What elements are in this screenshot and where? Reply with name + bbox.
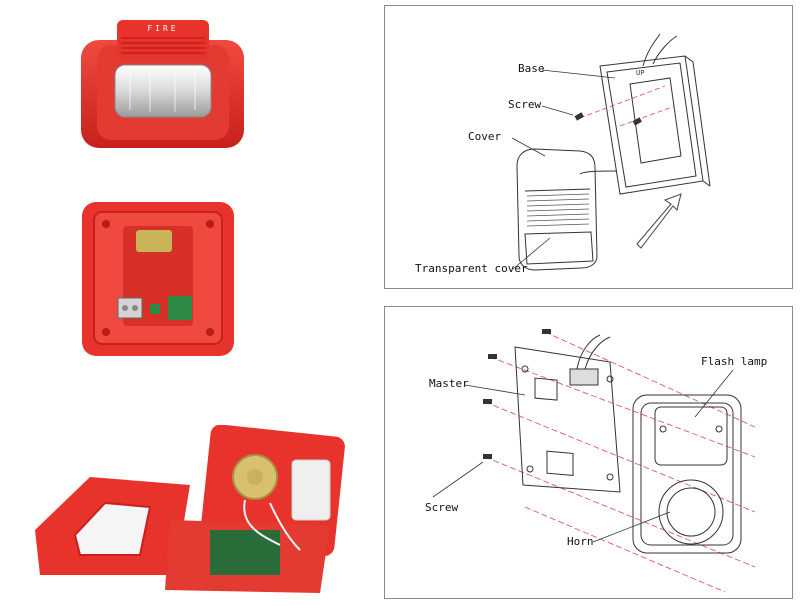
base-plate-drawing bbox=[599, 55, 711, 195]
master-board-drawing bbox=[514, 346, 621, 493]
flash-window bbox=[291, 459, 331, 521]
green-connector bbox=[168, 296, 192, 320]
horn-disc-center bbox=[247, 469, 263, 485]
fire-label: FIRE bbox=[147, 24, 178, 33]
open-base-window bbox=[73, 501, 152, 556]
mount-hole bbox=[102, 220, 110, 228]
leader-lines bbox=[432, 369, 734, 543]
master-label: Master bbox=[429, 377, 469, 390]
exploded-view-internal-panel: Master Flash lamp Screw Horn bbox=[384, 306, 793, 599]
flash-lamp-label: Flash lamp bbox=[701, 355, 767, 368]
up-mark: UP bbox=[636, 69, 644, 77]
screw-label: Screw bbox=[508, 98, 541, 111]
wires-drawing bbox=[576, 334, 611, 370]
assembled-device-photo: FIRE bbox=[81, 20, 244, 148]
terminal-screw bbox=[122, 305, 128, 311]
screw-label: Screw bbox=[425, 501, 458, 514]
grille-ridges bbox=[121, 37, 205, 54]
screw-drawing bbox=[483, 329, 551, 459]
exploded-view-base-panel: UP Base Screw Cover Transparent cover bbox=[384, 5, 793, 289]
lens-facets bbox=[129, 70, 196, 112]
cover-drawing bbox=[516, 148, 598, 271]
mount-hole bbox=[206, 220, 214, 228]
cover-label: Cover bbox=[468, 130, 501, 143]
mount-hole bbox=[102, 328, 110, 336]
leader-lines bbox=[511, 69, 616, 270]
exploded-view-internal-drawing: Master Flash lamp Screw Horn bbox=[425, 329, 767, 593]
terminal-block bbox=[117, 297, 143, 319]
circuit-board bbox=[210, 530, 280, 575]
base-plate-photo bbox=[82, 202, 234, 356]
base-label: Base bbox=[518, 62, 545, 75]
terminal-screw bbox=[132, 305, 138, 311]
wires-drawing bbox=[579, 33, 678, 175]
mount-hole bbox=[206, 328, 214, 336]
strobe-lens bbox=[114, 64, 212, 118]
transparent-cover-label: Transparent cover bbox=[415, 262, 528, 275]
wires bbox=[243, 499, 301, 551]
alignment-lines bbox=[579, 85, 676, 127]
small-connector bbox=[150, 304, 160, 314]
alignment-lines bbox=[484, 331, 756, 593]
exploded-view-base-drawing: UP Base Screw Cover Transparent cover bbox=[415, 33, 711, 275]
horn-label: Horn bbox=[567, 535, 594, 548]
housing-drawing bbox=[632, 394, 742, 554]
opened-device-photo bbox=[35, 425, 345, 593]
assembly-arrow bbox=[636, 193, 682, 249]
mounting-bracket bbox=[136, 230, 172, 252]
screw-drawing bbox=[574, 112, 642, 126]
